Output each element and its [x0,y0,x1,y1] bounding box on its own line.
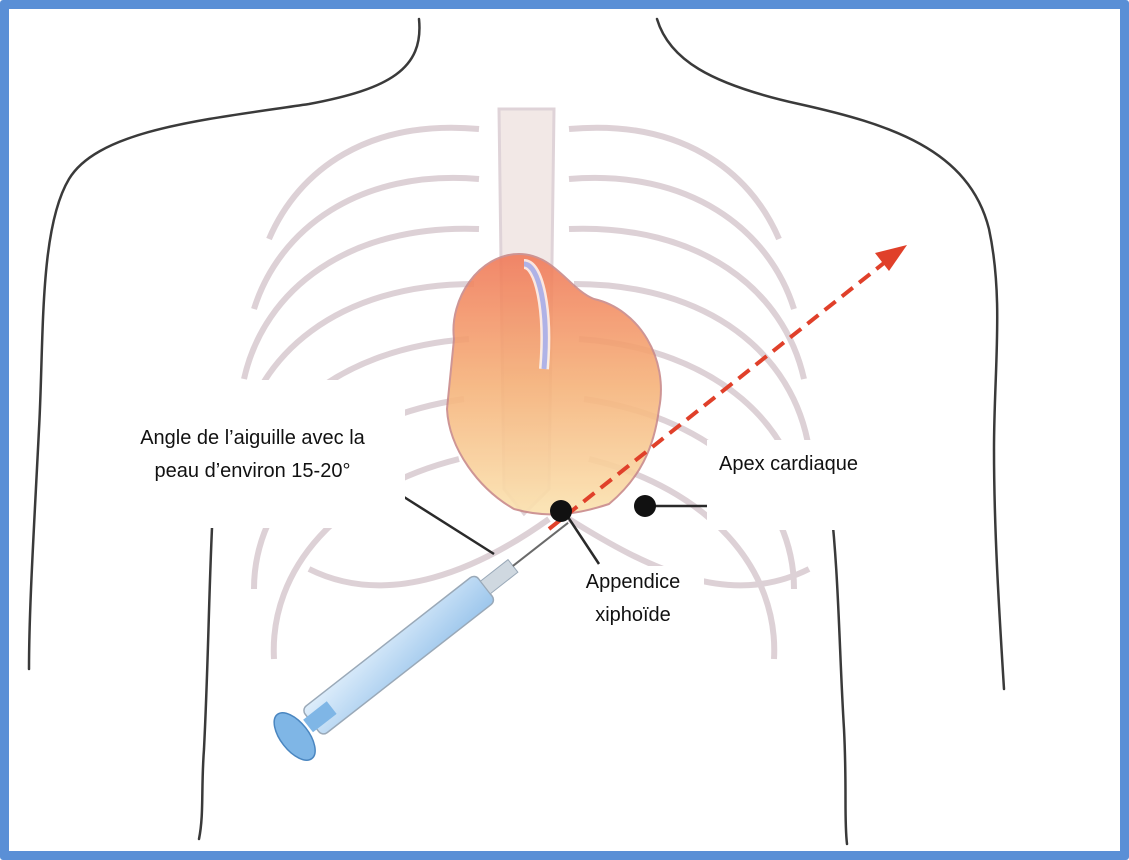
needle-angle-label: Angle de l’aiguille avec la peau d’envir… [100,380,405,528]
needle-angle-line-1: Angle de l’aiguille avec la [100,422,405,455]
apex-label-text: Apex cardiaque [719,448,912,481]
heart [447,254,661,514]
xiphoid-label: Appendice xiphoïde [562,566,704,640]
apex-label: Apex cardiaque [707,440,912,530]
apex-marker [634,495,656,517]
xiphoid-marker [550,500,572,522]
needle-angle-line-2: peau d’environ 15-20° [100,455,405,488]
xiphoid-line-1: Appendice [562,566,704,599]
xiphoid-line-2: xiphoïde [562,599,704,632]
